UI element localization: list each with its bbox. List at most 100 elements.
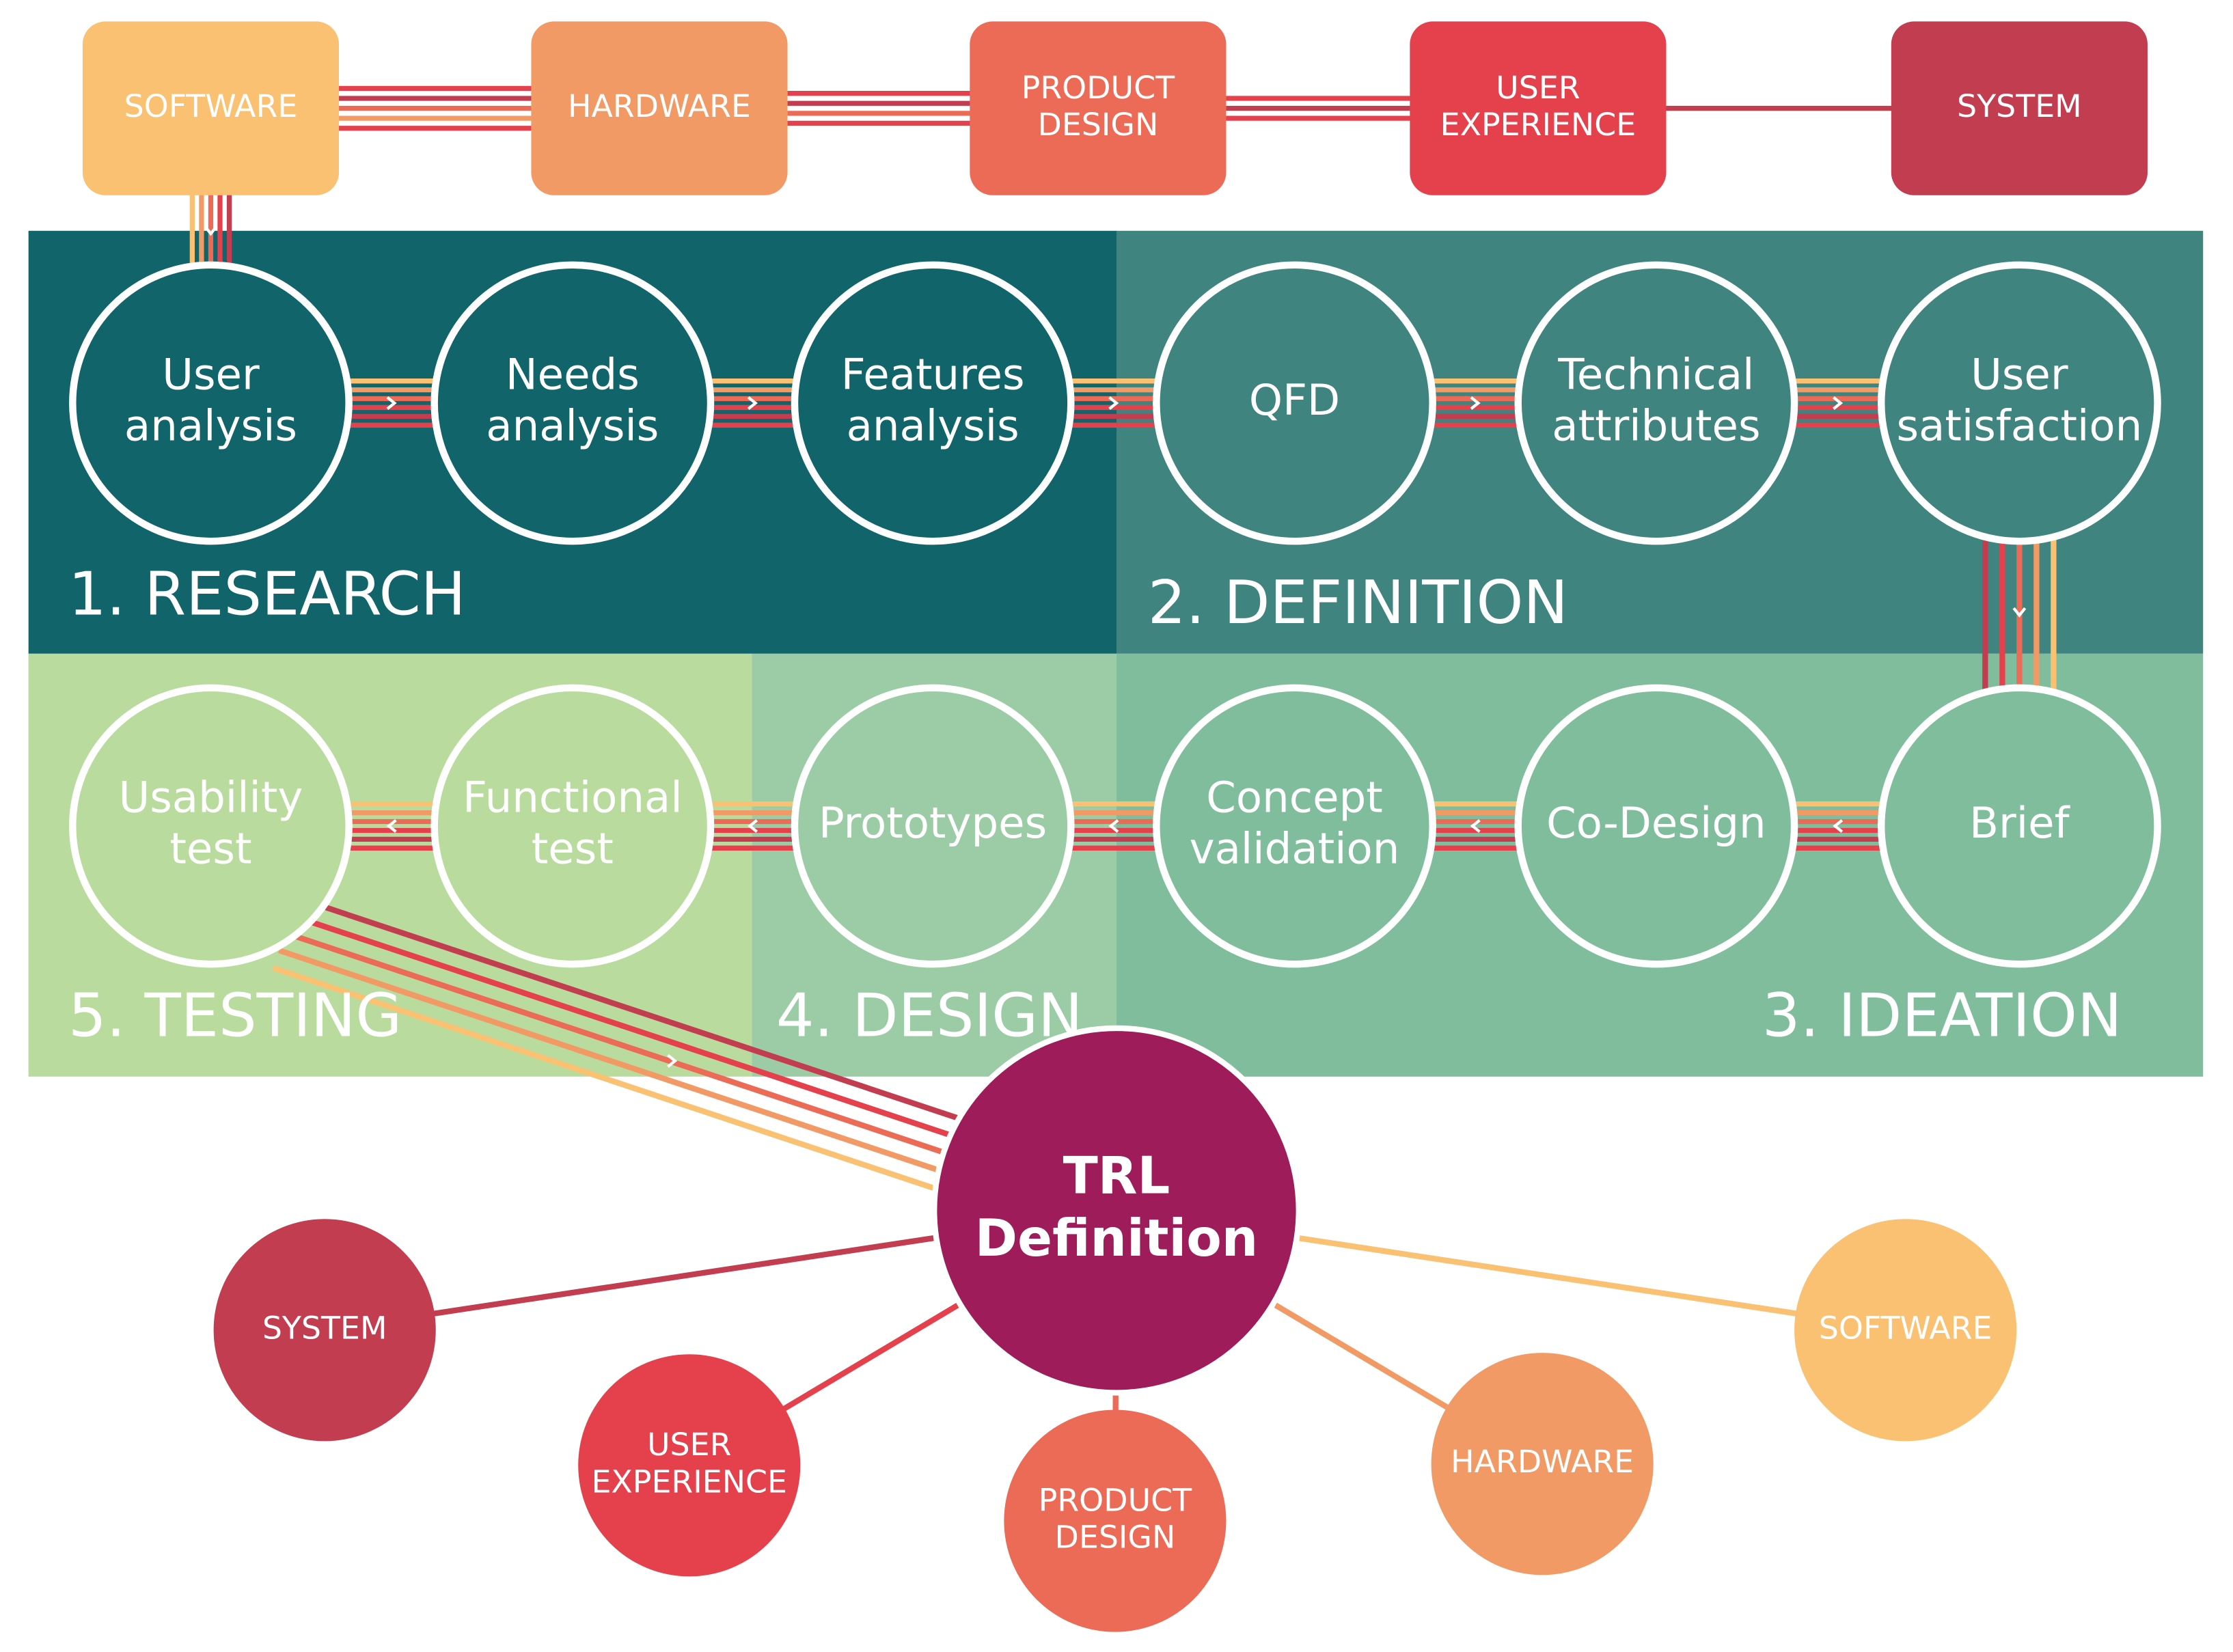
trl-label-line1: TRL bbox=[1063, 1145, 1170, 1205]
step-circle-bg bbox=[1514, 261, 1798, 545]
step-circle: QFD bbox=[1153, 261, 1436, 545]
step-label-line2: test bbox=[169, 824, 251, 874]
step-label-line2: satisfaction bbox=[1896, 401, 2142, 451]
top-domain-box: SOFTWARE bbox=[82, 21, 340, 195]
step-label-line1: Concept bbox=[1206, 773, 1383, 823]
top-domain-box-bg bbox=[1891, 21, 2148, 195]
step-connector bbox=[1065, 378, 1162, 428]
bottom-domain-circle-bg bbox=[1431, 1353, 1654, 1575]
step-circle: Prototypes bbox=[791, 684, 1075, 968]
bottom-domain-circle-bg bbox=[578, 1354, 801, 1577]
step-circle-bg bbox=[1514, 684, 1798, 968]
top-connector bbox=[339, 85, 533, 131]
left-chevron-icon bbox=[386, 819, 397, 833]
bottom-domain-label-line1: HARDWARE bbox=[1451, 1443, 1634, 1480]
bottom-domain-circle-bg bbox=[213, 1219, 436, 1442]
down-chevron-icon bbox=[2012, 607, 2027, 618]
step-connector bbox=[343, 801, 441, 851]
step-circle-bg bbox=[430, 261, 715, 545]
step-connector bbox=[704, 801, 801, 851]
bottom-domain-circle-bg bbox=[1794, 1219, 2017, 1442]
bottom-domain-label-line1: USER bbox=[647, 1426, 731, 1463]
phase-label-design: 4. DESIGN bbox=[776, 980, 1083, 1050]
step-label-line1: Functional bbox=[463, 773, 683, 823]
step-label-line2: analysis bbox=[486, 401, 659, 451]
step-label-line1: User bbox=[162, 350, 260, 400]
step-connector bbox=[1427, 801, 1524, 851]
top-domain-box-bg bbox=[82, 21, 340, 195]
step-connector bbox=[704, 378, 801, 428]
top-connector bbox=[1226, 96, 1412, 121]
top-domain-box-bg bbox=[970, 21, 1227, 195]
step-label-line1: Usability bbox=[118, 773, 303, 823]
bottom-domain-circle: SYSTEM bbox=[213, 1219, 436, 1442]
right-chevron-icon bbox=[1470, 396, 1481, 410]
usability-to-trl-connector-strand bbox=[290, 912, 976, 1146]
step-label-line2: analysis bbox=[847, 401, 1019, 451]
step-circle-bg bbox=[1153, 261, 1436, 545]
bottom-domain-label-line1: SOFTWARE bbox=[1819, 1309, 1992, 1346]
right-chevron-icon bbox=[667, 1054, 678, 1068]
step-connector bbox=[343, 378, 441, 428]
step-label-line1: User bbox=[1971, 350, 2068, 400]
step-circle-bg bbox=[1153, 684, 1436, 968]
phase-label-testing: 5. TESTING bbox=[68, 980, 402, 1050]
trl-hub-bg bbox=[931, 1025, 1302, 1396]
step-label-line2: analysis bbox=[124, 401, 297, 451]
step-label-line1: Prototypes bbox=[819, 798, 1047, 848]
step-label-line1: Needs bbox=[506, 350, 640, 400]
bottom-domain-circle-bg bbox=[1004, 1409, 1227, 1632]
step-connector bbox=[1427, 378, 1524, 428]
usability-to-trl-connector bbox=[272, 894, 981, 1199]
step-circle-bg bbox=[791, 261, 1075, 545]
top-domain-label-line1: SYSTEM bbox=[1957, 87, 2082, 124]
bottom-domain-label-line2: DESIGN bbox=[1055, 1519, 1176, 1556]
step-label-line1: Brief bbox=[1969, 798, 2070, 848]
top-domain-label-line2: EXPERIENCE bbox=[1440, 106, 1636, 143]
bottom-domain-circle: HARDWARE bbox=[1431, 1353, 1654, 1575]
phase-label-ideation: 3. IDEATION bbox=[1762, 980, 2122, 1050]
bottom-domain-label-line1: PRODUCT bbox=[1039, 1481, 1192, 1518]
step-circle-bg bbox=[1877, 684, 2161, 968]
right-chevron-icon bbox=[1108, 396, 1119, 410]
bottom-domain-label-line2: EXPERIENCE bbox=[591, 1463, 787, 1500]
trl-label-line2: Definition bbox=[975, 1208, 1258, 1268]
top-domain-box: HARDWARE bbox=[531, 21, 788, 195]
phase-bands bbox=[28, 230, 2204, 1077]
right-chevron-icon bbox=[1833, 396, 1844, 410]
step-circle-bg bbox=[430, 684, 715, 968]
step-label-line1: Co-Design bbox=[1546, 798, 1766, 848]
down-chevron-icon bbox=[204, 225, 218, 236]
top-domain-label-line2: DESIGN bbox=[1038, 106, 1159, 143]
step-label-line2: attributes bbox=[1552, 401, 1760, 451]
usability-to-trl-connector-strand bbox=[272, 965, 958, 1199]
satisfaction-to-brief-connector bbox=[1982, 529, 2057, 701]
step-label-line1: QFD bbox=[1249, 375, 1340, 425]
step-label-line2: validation bbox=[1190, 824, 1400, 874]
step-label-line2: test bbox=[532, 824, 614, 874]
right-chevron-icon bbox=[386, 396, 397, 410]
step-connector bbox=[1788, 378, 1887, 428]
bottom-domain-circle: SOFTWARE bbox=[1794, 1219, 2017, 1442]
usability-to-trl-connector-strand bbox=[277, 948, 963, 1181]
top-domain-label-line1: SOFTWARE bbox=[124, 87, 298, 124]
step-circle-bg bbox=[1877, 261, 2161, 545]
step-label-line1: Features bbox=[841, 350, 1025, 400]
phase-label-definition: 2. DEFINITION bbox=[1148, 568, 1568, 637]
top-domain-label-line1: USER bbox=[1496, 69, 1580, 106]
left-chevron-icon bbox=[747, 819, 758, 833]
top-connector bbox=[787, 91, 972, 126]
top-domain-box: SYSTEM bbox=[1891, 21, 2148, 195]
